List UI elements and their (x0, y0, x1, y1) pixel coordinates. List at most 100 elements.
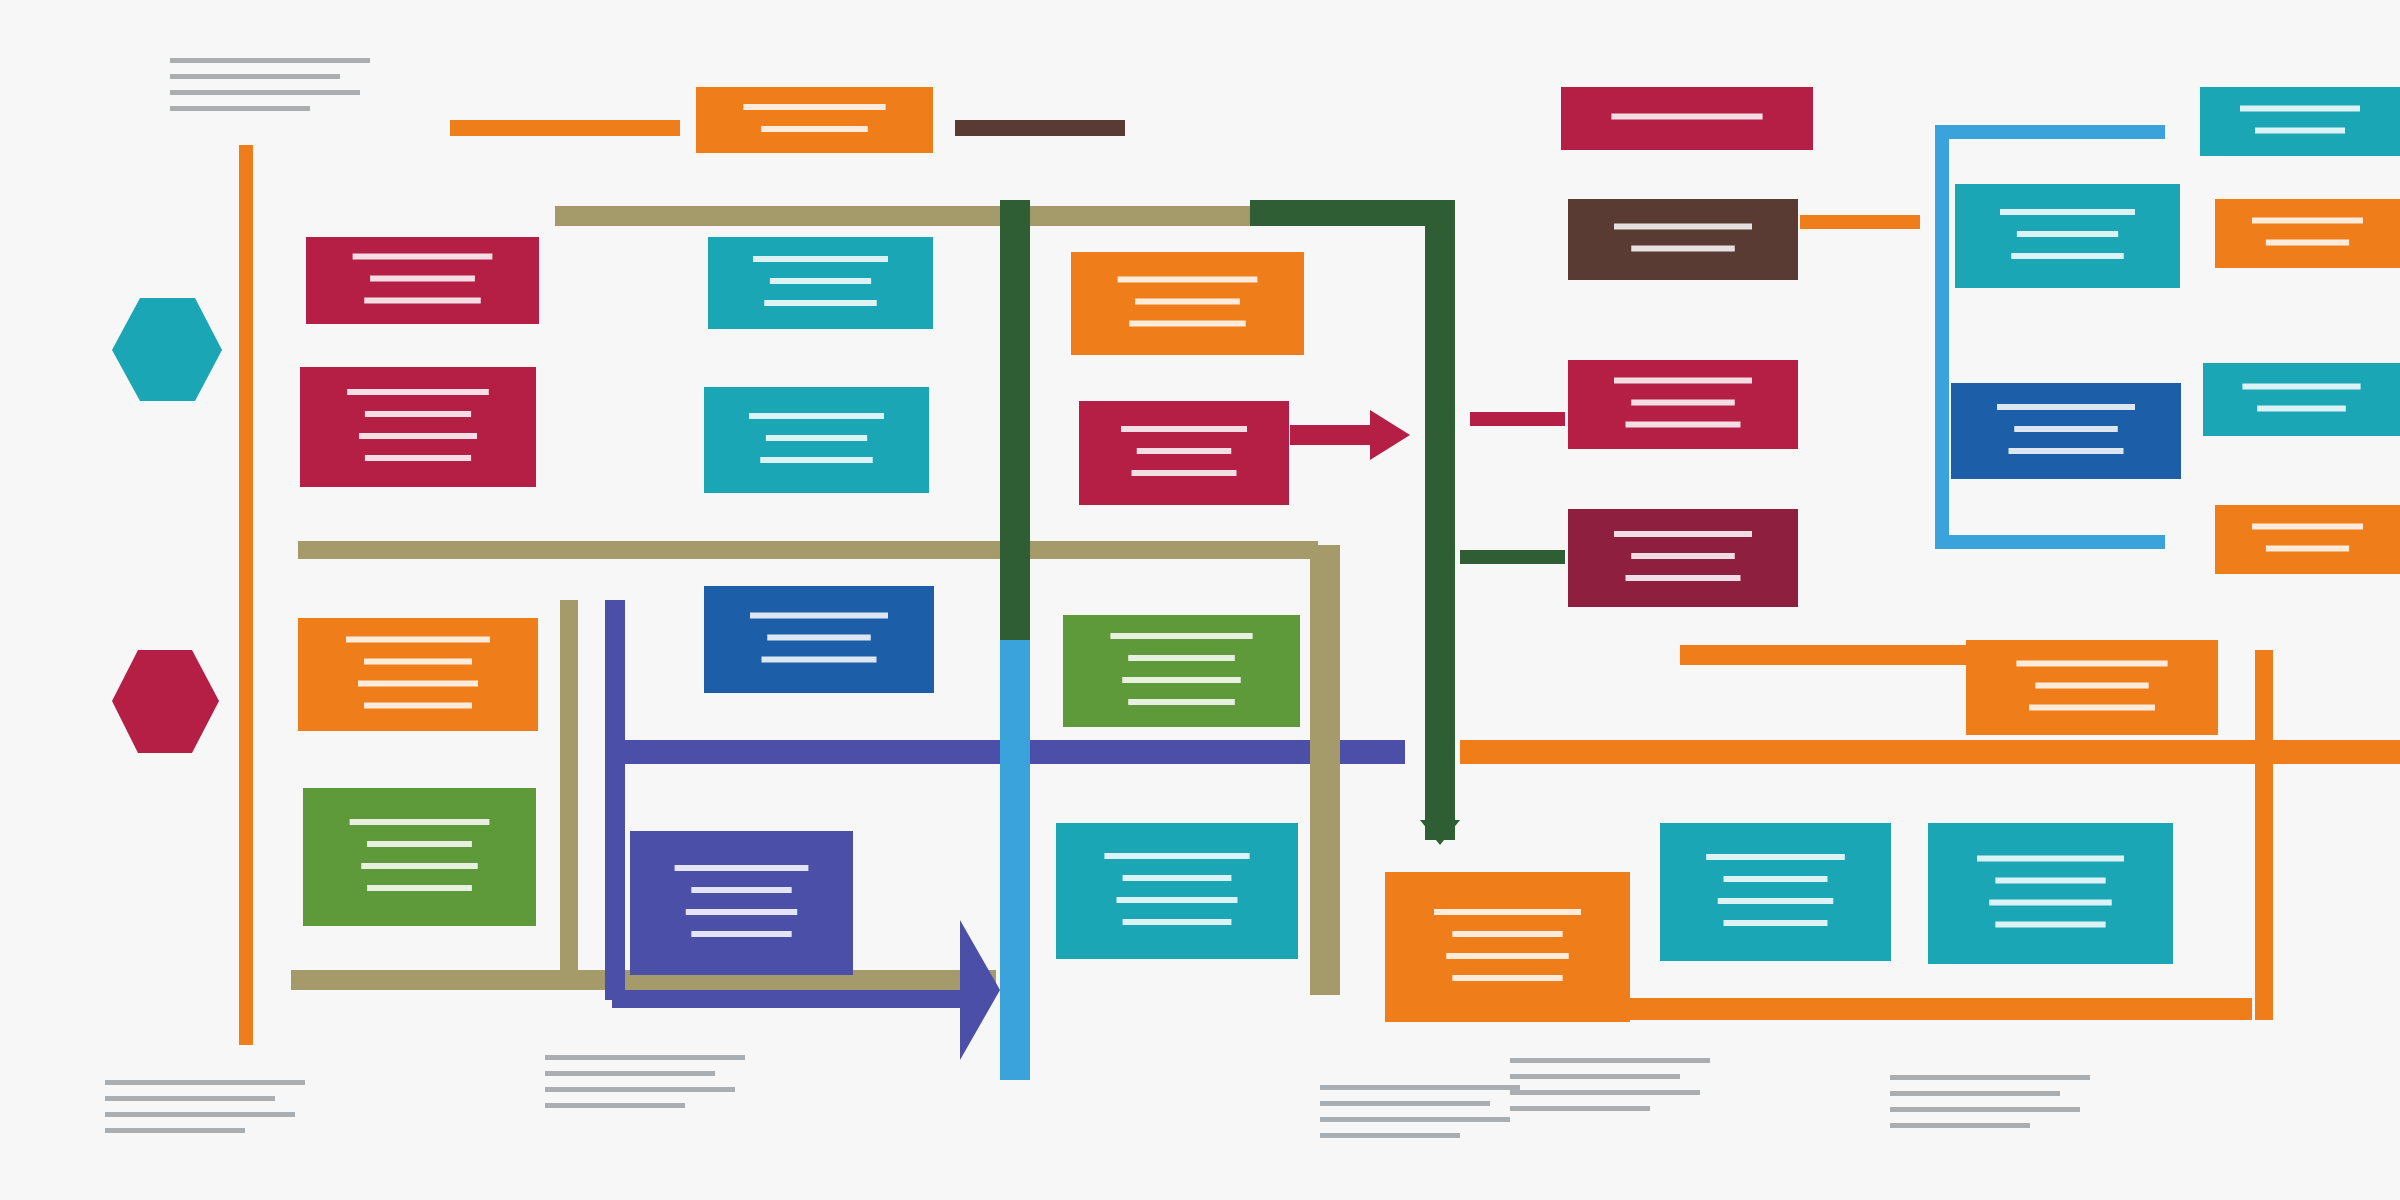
box-text-line (1121, 426, 1247, 432)
caption-block (1890, 1075, 2090, 1128)
connector-line (450, 120, 680, 136)
box-text-line (1104, 853, 1250, 859)
connector-line (1290, 425, 1370, 445)
connector-line (1000, 200, 1030, 640)
arrow-head-icon (1370, 410, 1410, 460)
box-text-line (685, 909, 798, 915)
box-text-line (1631, 399, 1735, 406)
process-box (696, 87, 933, 153)
box-text-line (1136, 448, 1232, 454)
connector-line (955, 120, 1125, 136)
box-text-line (1128, 699, 1235, 705)
box-text-line (352, 253, 493, 260)
box-text-line (1131, 470, 1237, 476)
box-text-line (2252, 217, 2363, 224)
connector-line (1250, 200, 1450, 226)
box-text-line (1723, 876, 1828, 882)
box-text-line (1631, 553, 1735, 559)
connector-line (1935, 125, 2165, 139)
box-text-line (761, 126, 868, 132)
box-text-line (1122, 875, 1232, 881)
hexagon-nodes (112, 298, 222, 753)
box-text-line (2240, 105, 2360, 112)
caption-text-line (1890, 1075, 2090, 1080)
box-text-line (2029, 704, 2155, 711)
box-text-line (346, 636, 490, 643)
box-text-line (2008, 448, 2124, 454)
caption-text-line (1890, 1091, 2060, 1096)
caption-text-line (170, 58, 370, 63)
hexagon-node (112, 298, 222, 401)
caption-text-line (1320, 1117, 1510, 1122)
box-text-line (364, 297, 481, 304)
connector-line (1460, 550, 1565, 564)
connector-line (1935, 125, 1949, 545)
connector-line (612, 990, 982, 1008)
box-text-line (1625, 421, 1741, 428)
box-text-line (349, 819, 490, 825)
process-box (2215, 505, 2400, 574)
caption-text-line (545, 1071, 715, 1076)
caption-text-line (105, 1080, 305, 1085)
box-text-line (2257, 405, 2346, 412)
caption-text-line (105, 1128, 245, 1133)
box-text-line (1135, 298, 1240, 305)
box-text-line (2011, 253, 2124, 259)
process-box (298, 618, 538, 731)
arrow-head-icon (960, 920, 1000, 1060)
caption-block (545, 1055, 745, 1108)
box-text-line (367, 841, 472, 847)
caption-text-line (170, 106, 310, 111)
box-text-line (1995, 921, 2106, 928)
process-box (1568, 199, 1798, 280)
box-text-line (691, 931, 792, 937)
box-text-line (359, 433, 477, 439)
box-text-line (2016, 660, 2168, 667)
caption-text-line (1320, 1101, 1490, 1106)
box-text-line (1706, 854, 1845, 860)
box-text-line (1631, 245, 1735, 252)
connector-line (1310, 545, 1340, 995)
box-text-line (2016, 231, 2119, 237)
caption-text-line (545, 1103, 685, 1108)
connectors (239, 120, 2400, 1080)
connector-line (1425, 200, 1455, 840)
caption-text-line (1510, 1106, 1650, 1111)
box-text-line (1117, 276, 1258, 283)
connector-line (1460, 740, 2400, 764)
caption-blocks (105, 58, 2090, 1138)
box-text-line (2035, 682, 2149, 689)
caption-block (170, 58, 370, 111)
box-text-line (1122, 677, 1241, 683)
box-text-line (364, 702, 472, 709)
connector-line (2255, 650, 2273, 1020)
box-text-line (2000, 209, 2135, 215)
connector-line (298, 541, 1318, 559)
box-text-line (1452, 975, 1563, 981)
box-text-line (761, 656, 877, 663)
box-text-line (765, 435, 868, 441)
caption-block (105, 1080, 305, 1133)
caption-block (1320, 1085, 1520, 1138)
box-text-line (1977, 855, 2124, 862)
box-text-line (753, 256, 888, 262)
box-text-line (749, 413, 884, 419)
box-text-line (764, 300, 877, 306)
box-text-line (1723, 920, 1828, 926)
box-text-line (1614, 531, 1752, 537)
process-box (2200, 87, 2400, 156)
caption-text-line (105, 1096, 275, 1101)
box-text-line (1611, 113, 1763, 120)
box-text-line (1614, 377, 1752, 384)
box-text-line (2255, 127, 2345, 134)
connector-line (1000, 640, 1030, 1080)
box-text-line (364, 658, 472, 665)
box-text-line (1995, 877, 2106, 884)
box-text-line (1997, 404, 2135, 410)
connector-line (239, 145, 253, 1045)
process-box (2203, 363, 2400, 436)
box-text-line (1452, 931, 1563, 937)
connector-line (1470, 412, 1565, 426)
box-text-line (370, 275, 475, 282)
